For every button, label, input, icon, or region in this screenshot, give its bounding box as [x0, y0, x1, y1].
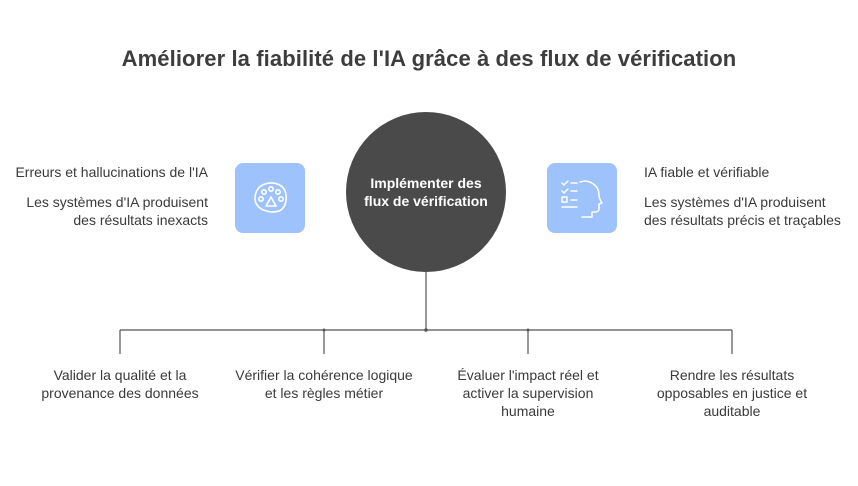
junction-dot: [424, 328, 428, 332]
paw-print-icon: [254, 182, 287, 213]
central-node-label: Implémenter des flux de vérification: [364, 175, 488, 209]
branch-label-1: Valider la qualité et la provenance des …: [41, 367, 199, 401]
right-icon-box: [547, 163, 617, 233]
branch-label-3: Évaluer l'impact réel et activer la supe…: [457, 367, 599, 419]
branch-label-4: Rendre les résultats opposables en justi…: [656, 367, 808, 419]
diagram-title: Améliorer la fiabilité de l'IA grâce à d…: [121, 46, 737, 71]
right-panel: IA fiable et vérifiable Les systèmes d'I…: [644, 163, 844, 229]
checklist-head-icon: [561, 180, 603, 218]
right-heading: IA fiable et vérifiable: [644, 164, 770, 180]
right-description: Les systèmes d'IA produisent des résulta…: [644, 194, 841, 228]
left-heading: Erreurs et hallucinations de l'IA: [15, 164, 208, 180]
left-panel: Erreurs et hallucinations de l'IA Les sy…: [8, 163, 208, 229]
branch-label-2: Vérifier la cohérence logique et les règ…: [235, 367, 413, 401]
left-icon-box: [235, 163, 305, 233]
junction-dot: [322, 328, 326, 332]
central-node: Implémenter des flux de vérification: [346, 112, 506, 272]
left-description: Les systèmes d'IA produisent des résulta…: [26, 194, 208, 228]
junction-dot: [526, 328, 530, 332]
